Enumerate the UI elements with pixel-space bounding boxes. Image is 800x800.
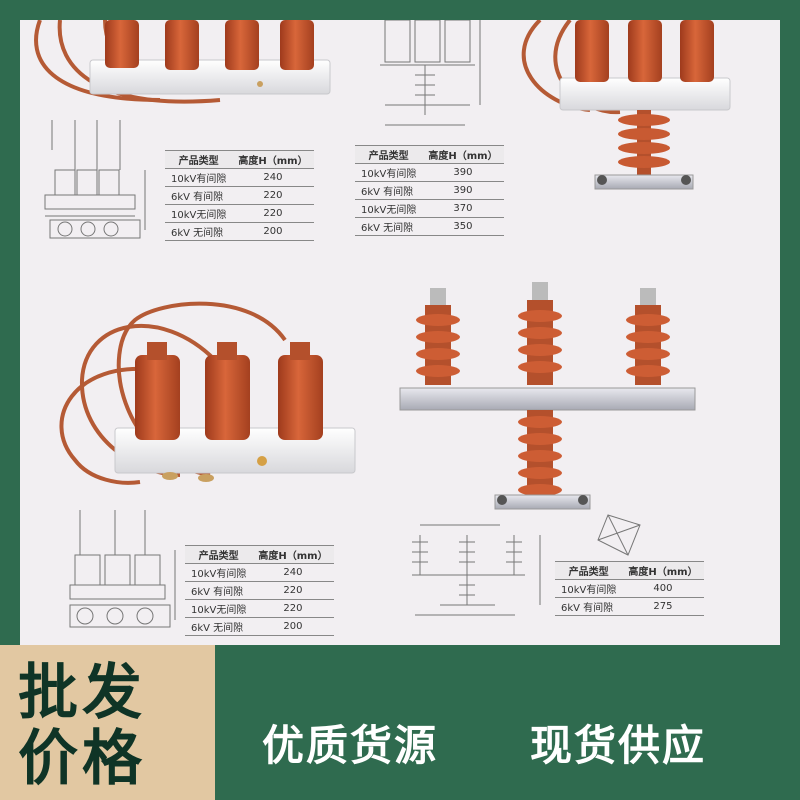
table-header: 高度H（mm） xyxy=(622,561,704,580)
arrester-photo-top-left xyxy=(34,20,331,104)
arrester-photo-middle-right xyxy=(399,282,696,510)
table-header: 高度H（mm） xyxy=(422,145,504,164)
schematic-bottom-center xyxy=(412,514,641,616)
slogan-left: 优质货源 xyxy=(262,721,439,770)
product-illustrations xyxy=(34,20,731,668)
badge-line-1: 批发 xyxy=(18,658,146,728)
product-sheet xyxy=(20,20,780,668)
table-header: 产品类型 xyxy=(355,145,423,164)
slogan-right: 现货供应 xyxy=(530,721,707,770)
table-header: 产品类型 xyxy=(555,561,623,580)
arrester-photo-top-right xyxy=(521,20,731,190)
badge-line-2: 价格 xyxy=(18,724,146,794)
price-badge xyxy=(0,645,215,800)
table-header: 产品类型 xyxy=(185,545,253,564)
table-header: 产品类型 xyxy=(165,150,233,169)
schematic-top-left xyxy=(44,120,146,239)
schematic-bottom-left xyxy=(69,510,176,628)
schematic-top-center xyxy=(380,20,481,126)
table-header: 高度H（mm） xyxy=(252,545,334,564)
price-badge-text: 批发 价格 xyxy=(18,660,198,792)
table-header: 高度H（mm） xyxy=(232,150,314,169)
arrester-photo-middle-left xyxy=(59,301,356,485)
